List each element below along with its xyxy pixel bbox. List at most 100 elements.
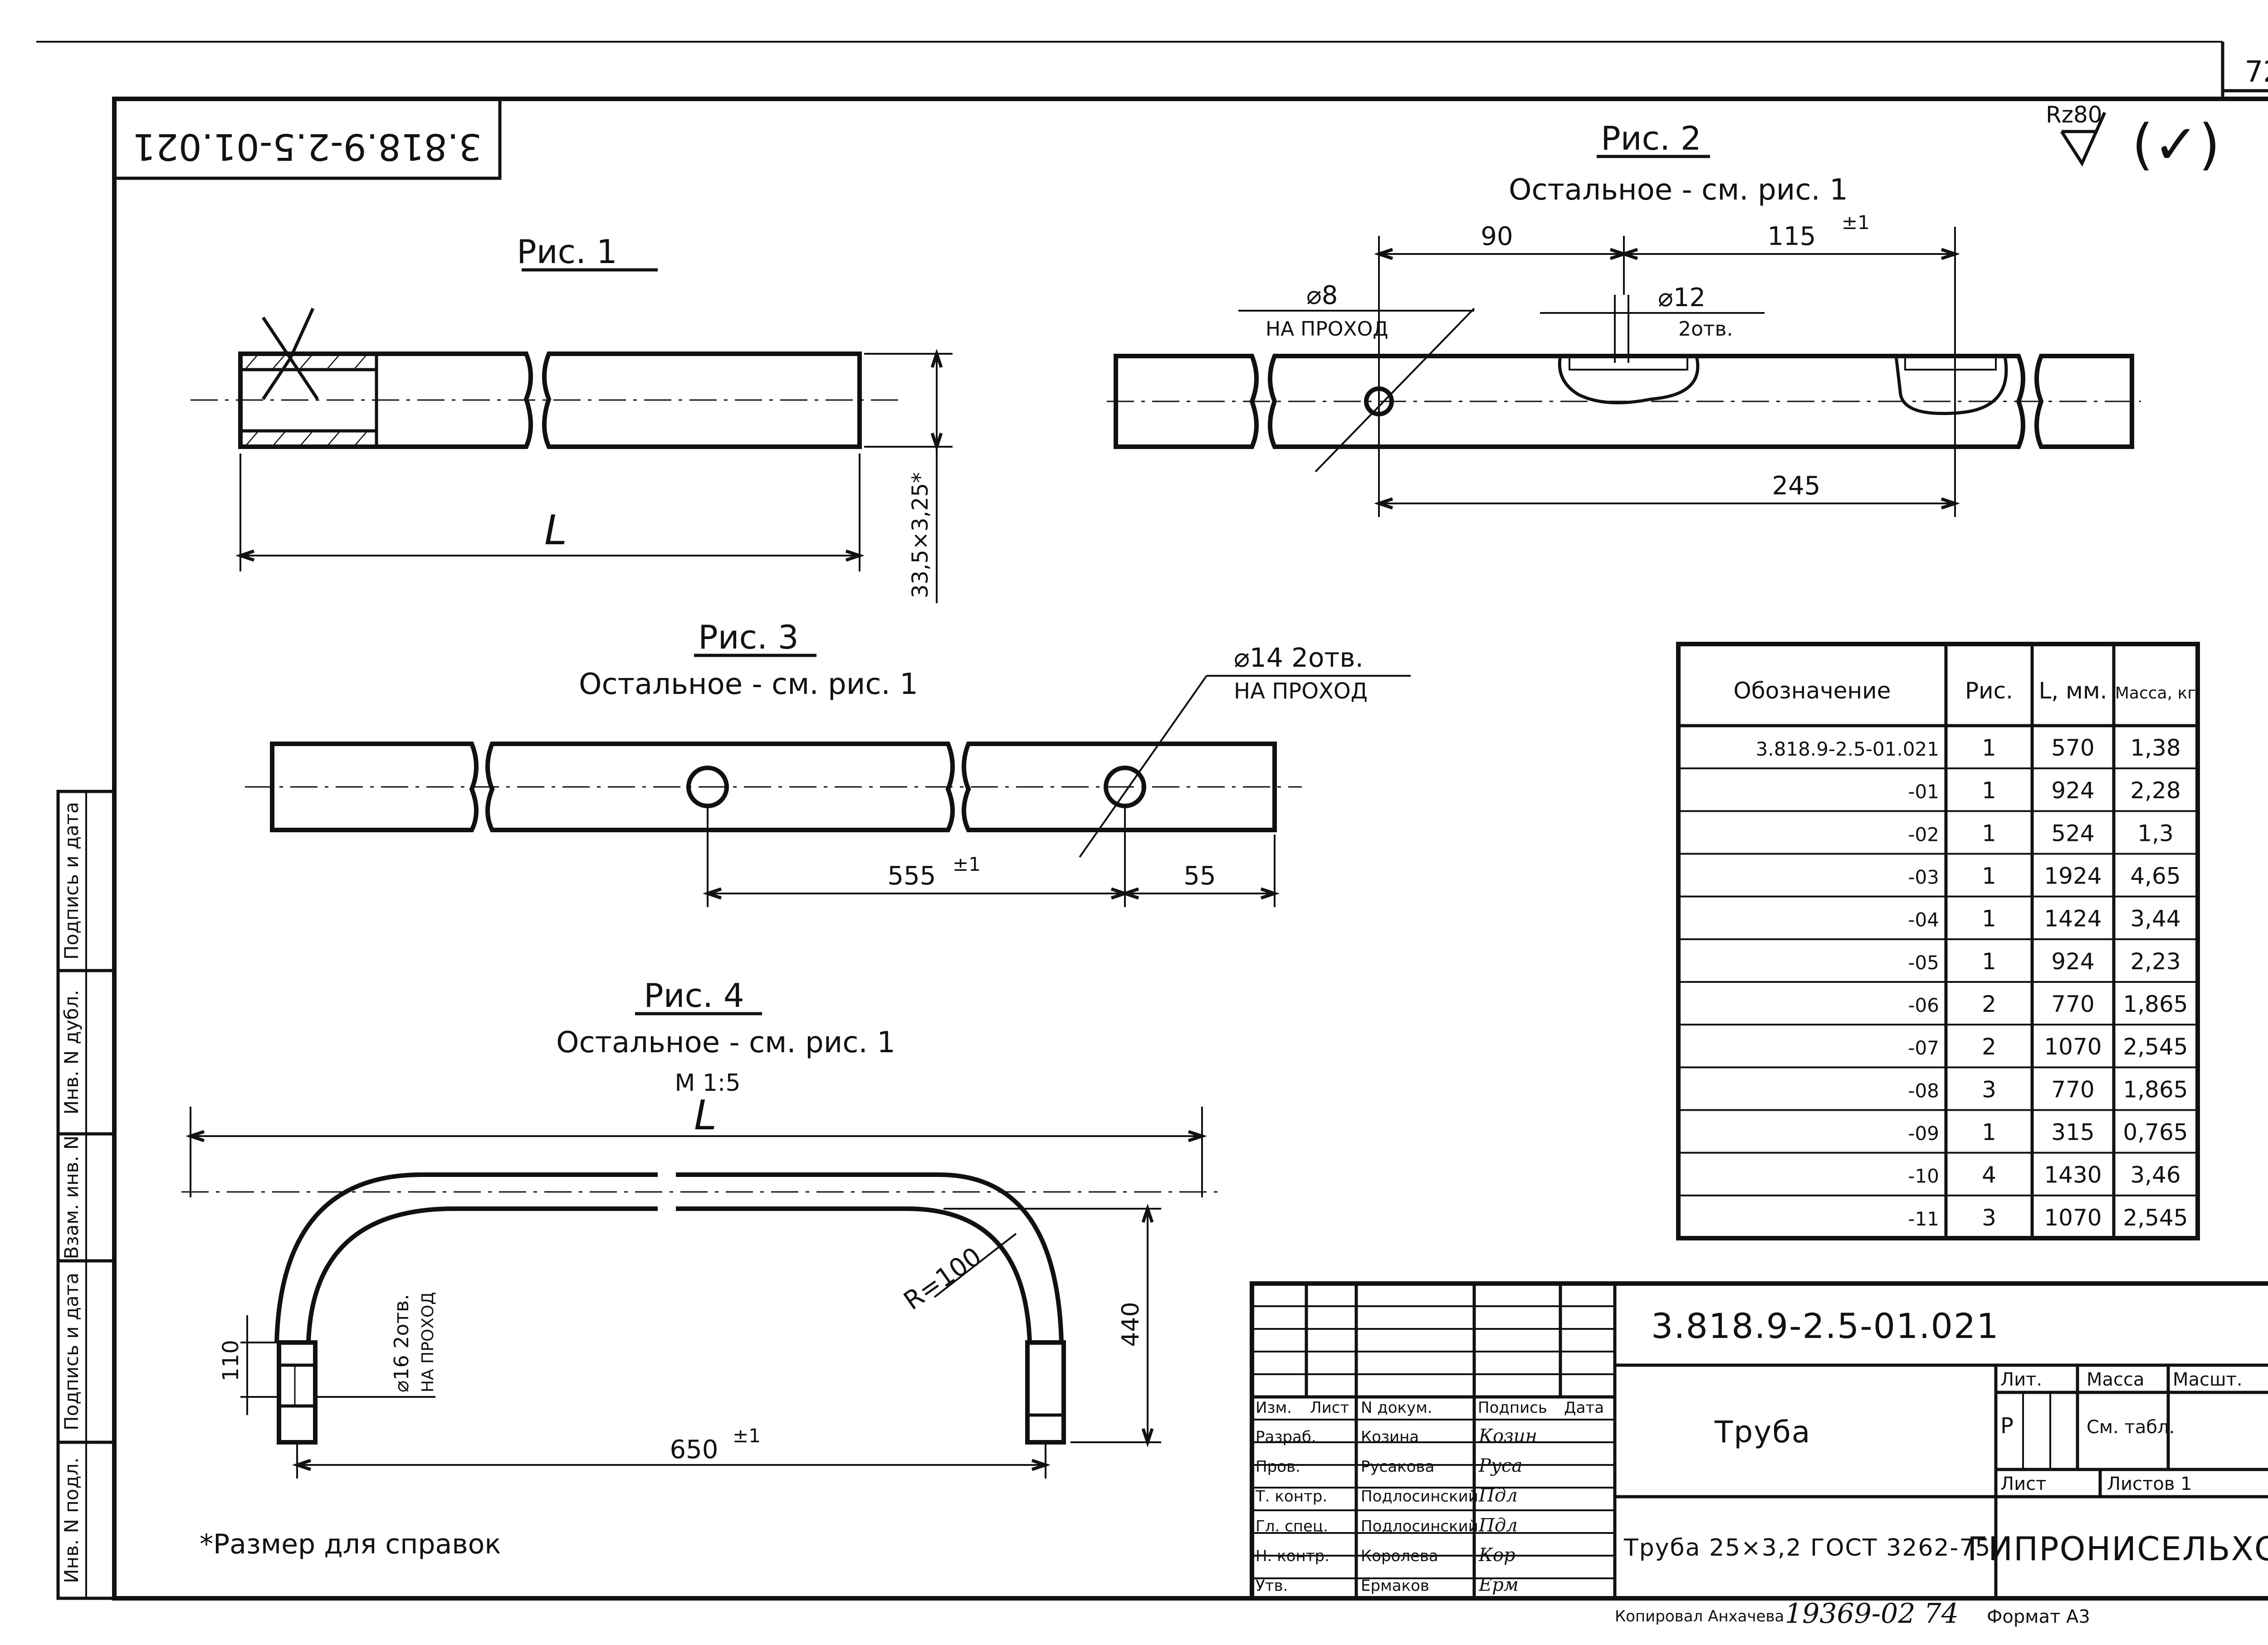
footer: Копировал Анхачева 19369-02 74 Формат А3 bbox=[1615, 1598, 2090, 1630]
rev-header-sign: Подпись bbox=[1478, 1399, 1547, 1417]
person-signature: Кор bbox=[1478, 1545, 1515, 1566]
stamp-inv-podl: Инв. N подл. bbox=[60, 1457, 83, 1583]
roughness-symbol: Rz80 (✓) bbox=[2046, 102, 2220, 176]
figure-2: Рис. 2 Остальное - см. рис. 1 ⌀8 НА ПРОХ… bbox=[1107, 119, 2141, 517]
spec-cell: -06 bbox=[1908, 994, 1939, 1016]
fig4-scale: М 1:5 bbox=[675, 1069, 740, 1097]
spec-cell: 2 bbox=[1982, 1034, 1996, 1060]
spec-cell: 770 bbox=[2051, 1076, 2094, 1103]
spec-cell: 2,545 bbox=[2123, 1034, 2188, 1060]
fig1-hatch bbox=[244, 353, 368, 447]
fig4-dim-length: L bbox=[694, 1092, 717, 1139]
fig4-dim-440: 440 bbox=[1117, 1302, 1144, 1347]
fig3-title: Рис. 3 bbox=[698, 618, 798, 656]
fig3-dim-555: 555 bbox=[888, 861, 936, 891]
person-role: Н. контр. bbox=[1256, 1547, 1330, 1565]
fig4-dim-650: 650 bbox=[670, 1435, 719, 1464]
rev-header-izm: Изм. bbox=[1256, 1399, 1292, 1417]
spec-table: Обозначение Рис. L, мм. Масса, кг 3.818.… bbox=[1676, 642, 2200, 1240]
person-name: Козина bbox=[1361, 1428, 1419, 1446]
stamp-inv-dubl: Инв. N дубл. bbox=[60, 990, 83, 1114]
fig4-tol-650: ±1 bbox=[733, 1425, 761, 1447]
spec-cell: 1 bbox=[1982, 863, 1996, 889]
spec-cell: 3,46 bbox=[2130, 1162, 2180, 1188]
fig4-dim-110: 110 bbox=[218, 1340, 244, 1381]
title-sheets-label: Листов 1 bbox=[2107, 1474, 2192, 1494]
spec-cell: 3 bbox=[1982, 1205, 1996, 1231]
footer-format: Формат А3 bbox=[1987, 1606, 2090, 1627]
figure-4: Рис. 4 Остальное - см. рис. 1 М 1:5 L R=… bbox=[181, 976, 1225, 1479]
spec-cell: 1070 bbox=[2044, 1205, 2102, 1231]
spec-cell: -02 bbox=[1908, 823, 1939, 845]
spec-cell: 1070 bbox=[2044, 1034, 2102, 1060]
footer-copied: Копировал Анхачева bbox=[1615, 1607, 1784, 1625]
spec-cell: 524 bbox=[2051, 820, 2094, 846]
spec-cell: 3 bbox=[1982, 1076, 1996, 1103]
person-role: Т. контр. bbox=[1255, 1488, 1327, 1506]
spec-cell: 570 bbox=[2051, 735, 2094, 761]
spec-cell: 1 bbox=[1982, 735, 1996, 761]
title-lit-header: Лит. bbox=[2000, 1369, 2042, 1390]
figure-1: Рис. 1 L bbox=[191, 233, 953, 603]
spec-cell: 4 bbox=[1982, 1162, 1996, 1188]
fig3-dim-55: 55 bbox=[1183, 861, 1216, 891]
person-signature: Ерм bbox=[1478, 1575, 1519, 1596]
spec-cell: 1,38 bbox=[2130, 735, 2180, 761]
fig2-hole-12-note: 2отв. bbox=[1678, 317, 1733, 341]
spec-cell: -11 bbox=[1908, 1208, 1939, 1230]
title-block: 3.818.9-2.5-01.021 Труба Труба 25×3,2 ГО… bbox=[1250, 1281, 2268, 1601]
roughness-value: Rz80 bbox=[2046, 102, 2102, 128]
spec-cell: 2,28 bbox=[2130, 777, 2180, 804]
page-number: 72 bbox=[2245, 55, 2268, 89]
person-signature: Пдл bbox=[1478, 1485, 1518, 1506]
spec-cell: 1 bbox=[1982, 948, 1996, 975]
spec-header-mass: Масса, кг bbox=[2115, 684, 2196, 703]
spec-cell: 315 bbox=[2051, 1119, 2094, 1145]
fig2-title: Рис. 2 bbox=[1601, 119, 1701, 157]
fig3-hole-14: ⌀14 2отв. bbox=[1234, 642, 1364, 673]
fig2-hole-12: ⌀12 bbox=[1658, 283, 1706, 312]
person-name: Русакова bbox=[1361, 1458, 1434, 1476]
side-stamp: Инв. N подл. Подпись и дата Взам. инв. N… bbox=[56, 790, 116, 1600]
title-mass-header: Масса bbox=[2087, 1369, 2145, 1390]
spec-cell: 924 bbox=[2051, 948, 2094, 975]
spec-cell: -10 bbox=[1908, 1165, 1939, 1187]
spec-cell: -05 bbox=[1908, 952, 1939, 974]
spec-cell: 1924 bbox=[2044, 863, 2102, 889]
person-name: Ермаков bbox=[1361, 1577, 1429, 1595]
rotated-code: 3.818.9-2.5-01.021 bbox=[132, 126, 482, 168]
roughness-paren: (✓) bbox=[2132, 113, 2220, 176]
spec-cell: 1424 bbox=[2044, 906, 2102, 932]
spec-header-length: L, мм. bbox=[2039, 678, 2107, 704]
title-scale-header: Масшт. bbox=[2173, 1369, 2243, 1390]
spec-cell: 924 bbox=[2051, 777, 2094, 804]
spec-cell: 3,44 bbox=[2130, 906, 2180, 932]
person-name: Подлосинский bbox=[1361, 1517, 1478, 1535]
fig2-hole-8-note: НА ПРОХОД bbox=[1266, 317, 1388, 341]
spec-header-designation: Обозначение bbox=[1734, 678, 1891, 704]
spec-cell: 1 bbox=[1982, 1119, 1996, 1145]
spec-cell: 2 bbox=[1982, 991, 1996, 1017]
rev-header-doc: N докум. bbox=[1361, 1399, 1432, 1417]
fig3-hole-14-note: НА ПРОХОД bbox=[1234, 679, 1368, 704]
person-role: Пров. bbox=[1256, 1458, 1300, 1476]
fig3-note: Остальное - см. рис. 1 bbox=[579, 668, 918, 701]
rev-header-list: Лист bbox=[1310, 1399, 1349, 1417]
person-signature: Пдл bbox=[1478, 1515, 1518, 1536]
spec-grid bbox=[1678, 767, 2198, 1196]
person-role: Утв. bbox=[1256, 1577, 1288, 1595]
spec-cell: 1,865 bbox=[2123, 1076, 2188, 1103]
rotated-code-box: 3.818.9-2.5-01.021 bbox=[112, 97, 502, 180]
spec-cell: 1 bbox=[1982, 906, 1996, 932]
spec-cell: -08 bbox=[1908, 1079, 1939, 1102]
spec-cell: -09 bbox=[1908, 1122, 1939, 1144]
spec-cell: 4,65 bbox=[2130, 863, 2180, 889]
title-organization: ГИПРОНИСЕЛЬХОЗ bbox=[1967, 1530, 2268, 1568]
spec-cell: 1430 bbox=[2044, 1162, 2102, 1188]
spec-header-fig: Рис. bbox=[1965, 678, 2013, 704]
fig3-tol-555: ±1 bbox=[953, 853, 981, 875]
spec-cell: 1 bbox=[1982, 777, 1996, 804]
title-lit-value: Р bbox=[2000, 1413, 2014, 1439]
